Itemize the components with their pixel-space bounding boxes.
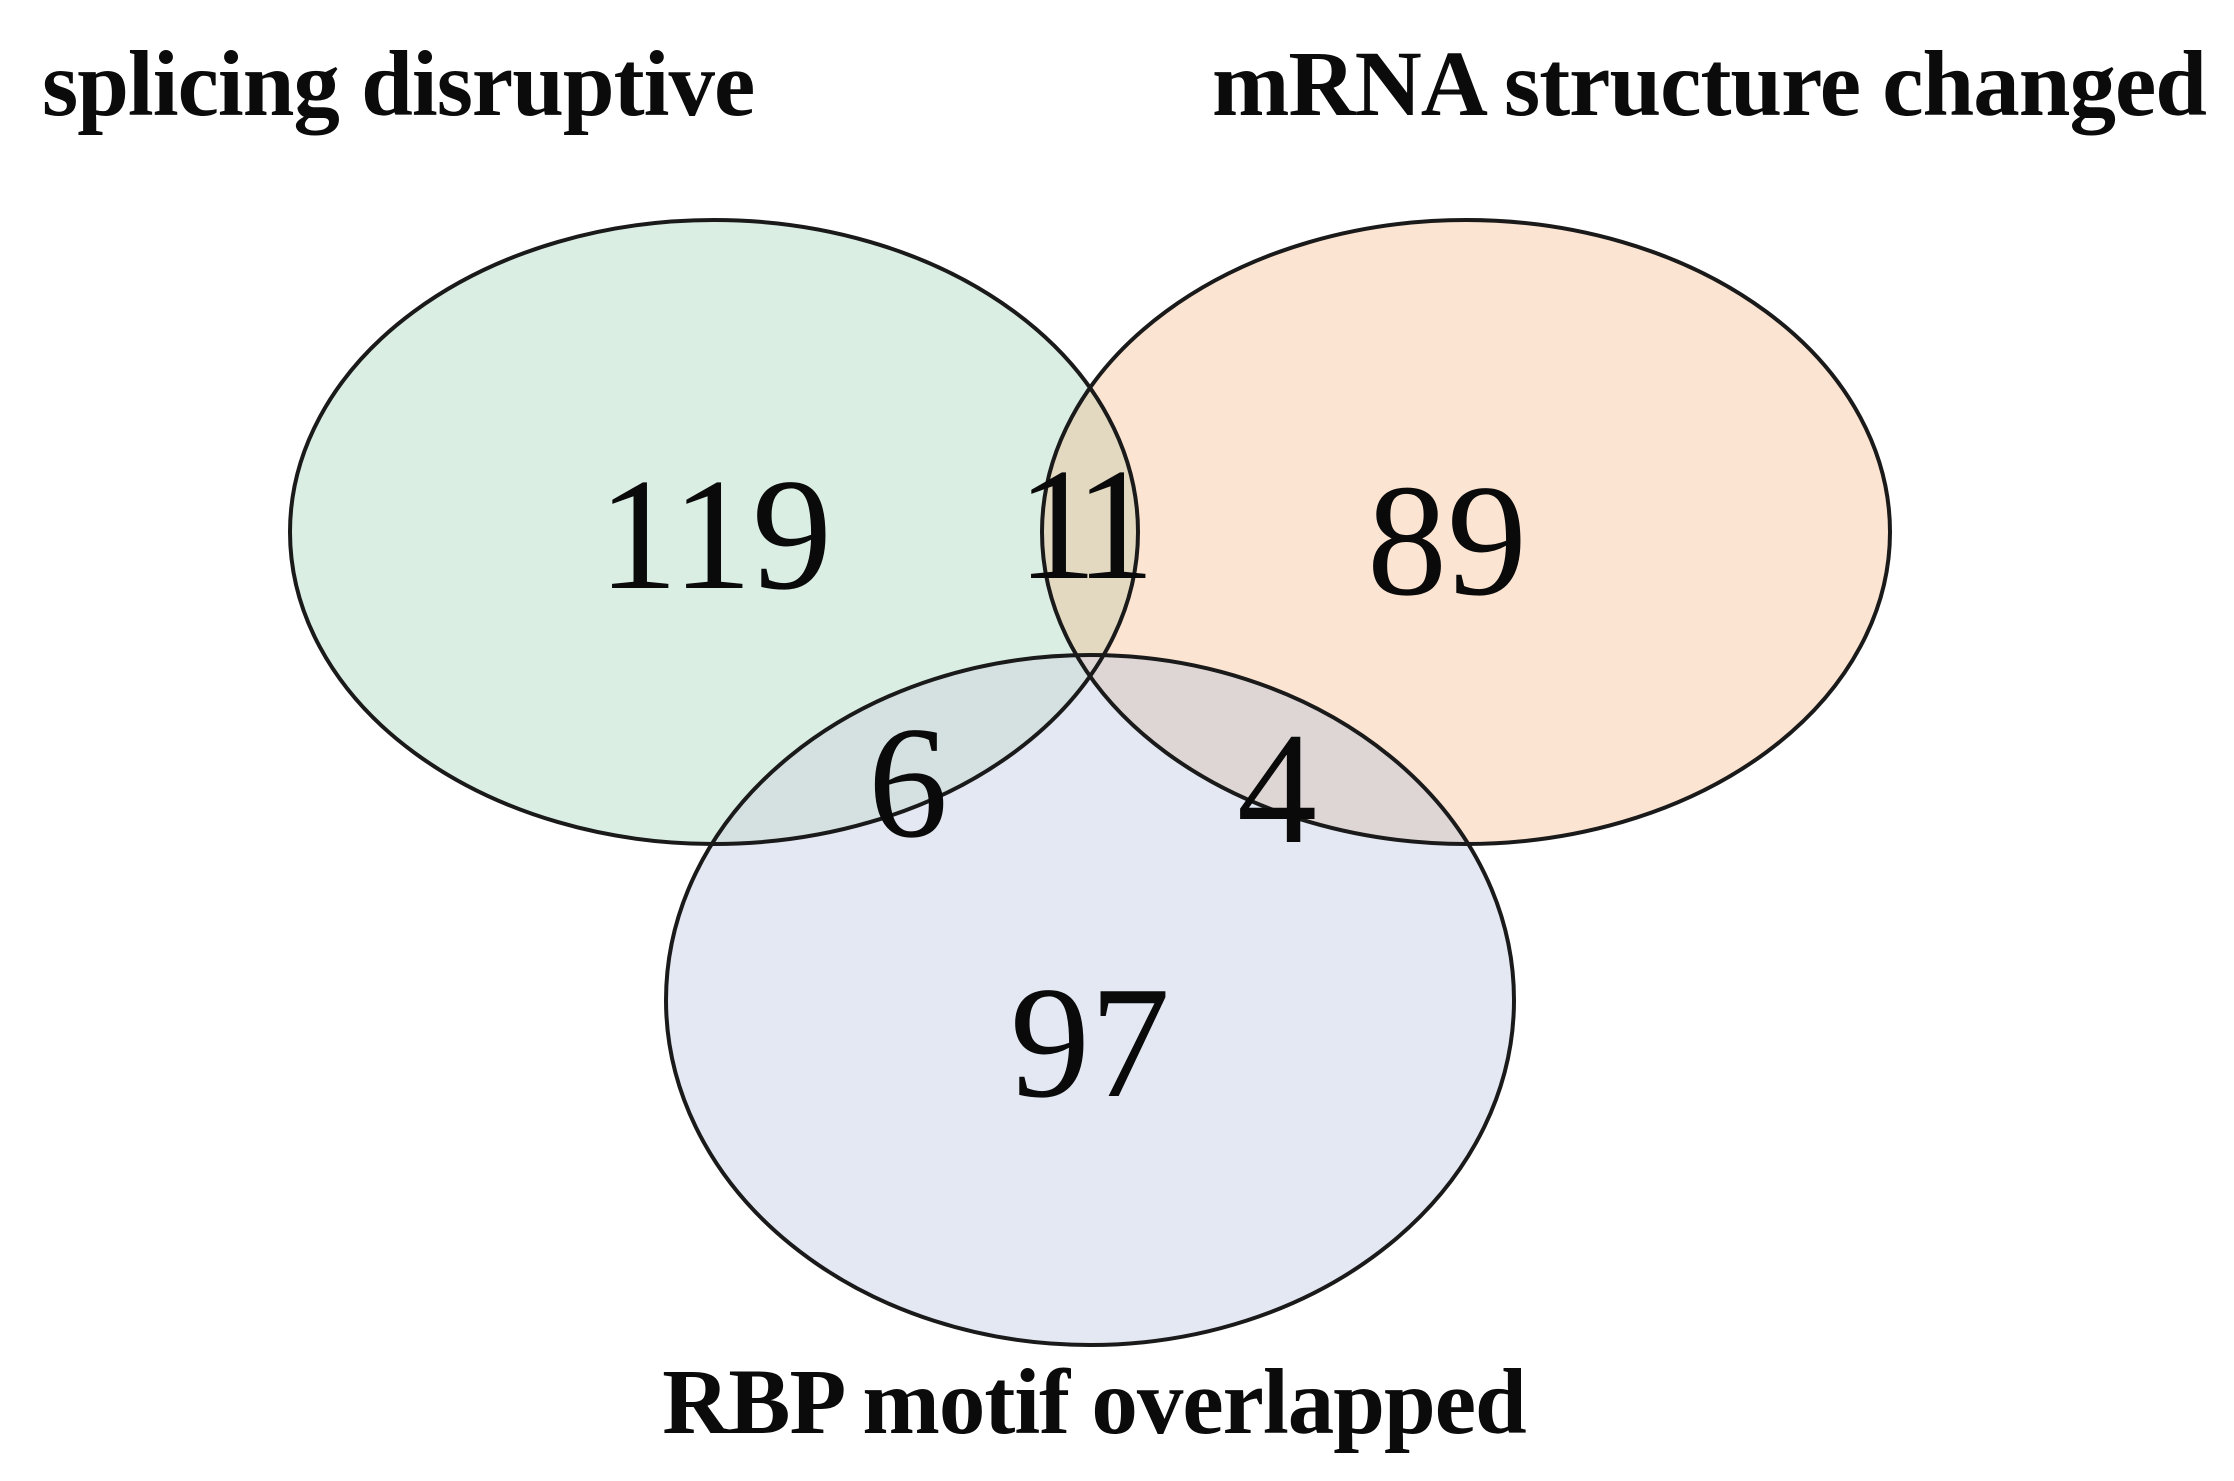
overlap-ab-count: 11	[1016, 435, 1155, 613]
set-c-count: 97	[1010, 953, 1170, 1131]
set-a-label: splicing disruptive	[42, 33, 755, 136]
set-c-region	[666, 655, 1514, 1345]
set-a-count: 119	[597, 445, 833, 623]
set-b-label: mRNA structure changed	[1211, 33, 2207, 136]
set-b-count: 89	[1367, 451, 1527, 629]
overlap-bc-count: 4	[1237, 699, 1317, 877]
set-c-outline	[664, 653, 1516, 1347]
set-c-label: RBP motif overlapped	[662, 1351, 1526, 1454]
overlap-ac-count: 6	[868, 693, 948, 871]
